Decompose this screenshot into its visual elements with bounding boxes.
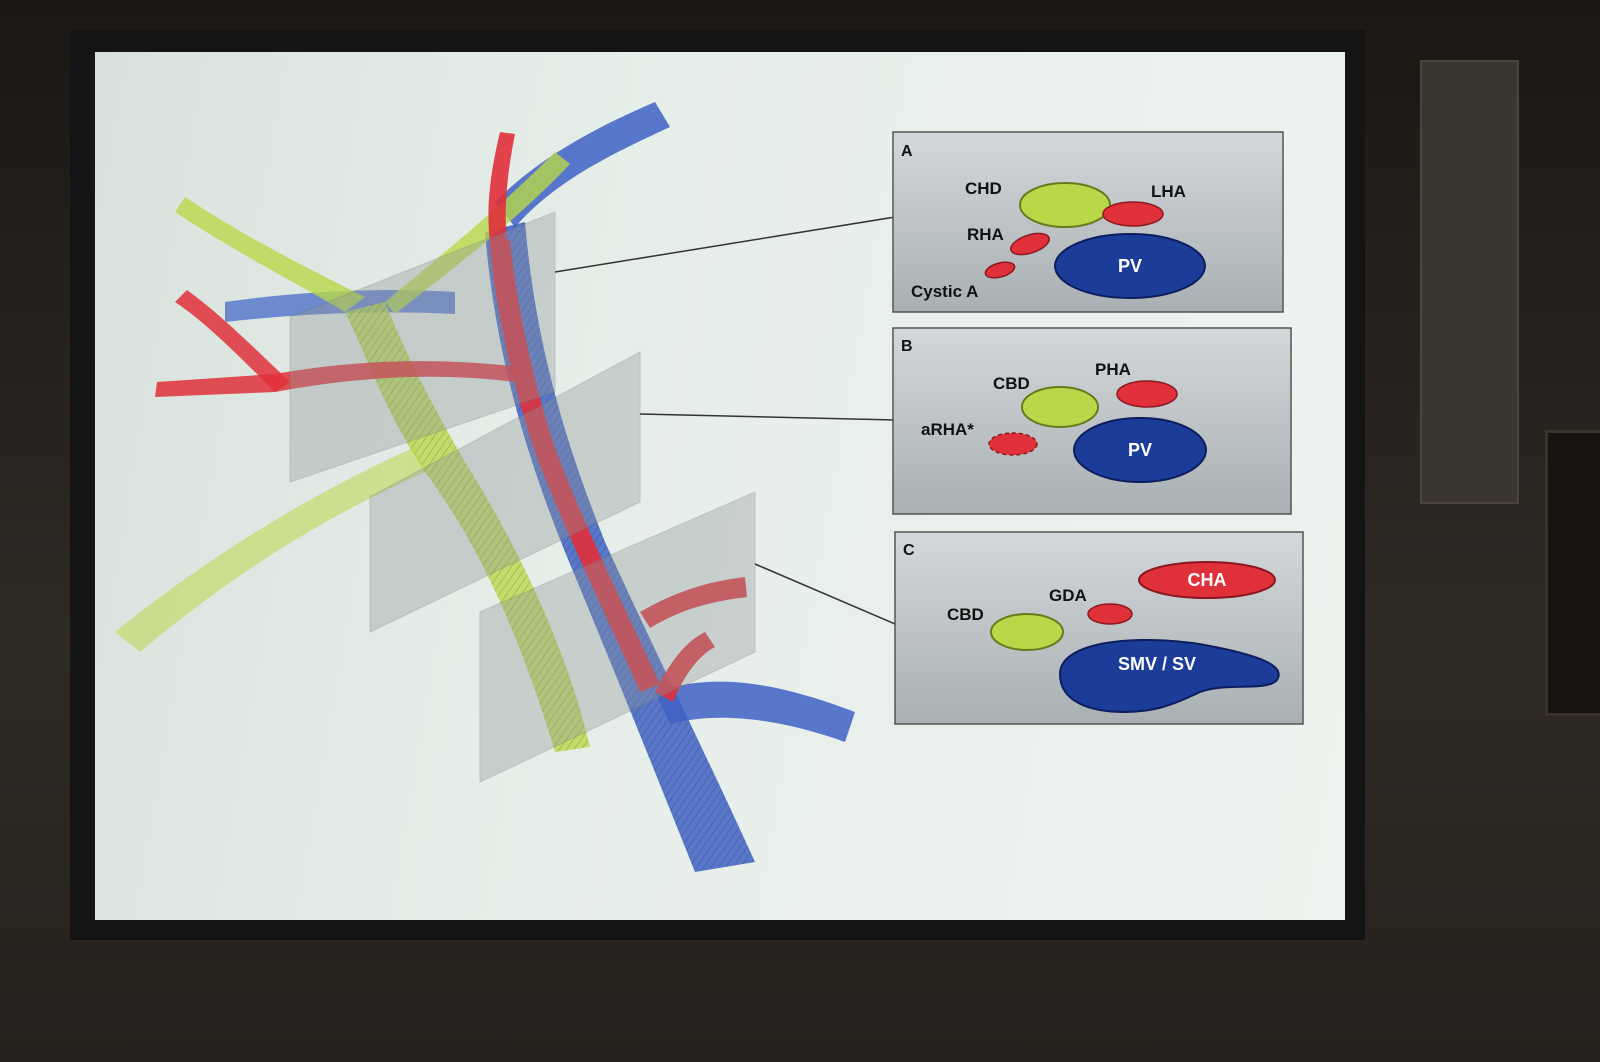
section-plane-c (479, 491, 756, 783)
hepatic-hilum-diagram: A CHD LHA RHA Cystic A PV B CBD PHA aRHA… (115, 102, 1304, 872)
bile-duct (115, 152, 590, 752)
projection-screen: A CHD LHA RHA Cystic A PV B CBD PHA aRHA… (95, 52, 1345, 920)
panel-a-letter: A (901, 143, 913, 160)
lha-shape (1102, 201, 1164, 227)
pv-shape-b (1073, 417, 1207, 483)
hepatic-artery (155, 132, 747, 702)
cha-label: CHA (1188, 570, 1227, 590)
panel-b: B CBD PHA aRHA* PV (892, 327, 1292, 515)
cystic-artery-shape (984, 261, 1016, 279)
section-plane-b (369, 351, 641, 633)
pha-shape (1116, 380, 1178, 408)
cha-shape (1138, 561, 1276, 599)
leader-line-b (639, 413, 896, 421)
panel-c: C CHA GDA CBD SMV / SV (894, 531, 1304, 725)
smv-sv-label: SMV / SV (1118, 654, 1196, 674)
chd-shape (1019, 182, 1111, 228)
pv-label-a: PV (1118, 256, 1142, 276)
lha-label: LHA (1151, 182, 1186, 201)
cystic-artery-label: Cystic A (911, 282, 978, 301)
gda-shape (1087, 603, 1133, 625)
panel-c-letter: C (903, 542, 915, 559)
picture-frame (1545, 430, 1600, 716)
chd-label: CHD (965, 179, 1002, 198)
smv-sv-shape (1058, 639, 1280, 714)
pv-label-b: PV (1128, 440, 1152, 460)
cbd-label-b: CBD (993, 374, 1030, 393)
arha-shape (988, 432, 1038, 456)
pv-shape-a (1054, 233, 1206, 299)
leader-line-c (754, 563, 896, 625)
cbd-label-c: CBD (947, 605, 984, 624)
pha-label: PHA (1095, 360, 1131, 379)
cbd-shape-c (990, 613, 1064, 651)
panel-b-letter: B (901, 338, 913, 355)
rha-shape (1010, 232, 1050, 256)
rha-label: RHA (967, 225, 1004, 244)
gda-label: GDA (1049, 586, 1087, 605)
panel-a: A CHD LHA RHA Cystic A PV (892, 131, 1284, 313)
leader-line-a (554, 216, 896, 273)
wall-panel (1420, 60, 1519, 504)
cbd-shape-b (1021, 386, 1099, 428)
arha-label: aRHA* (921, 420, 974, 439)
section-plane-a (289, 211, 556, 483)
